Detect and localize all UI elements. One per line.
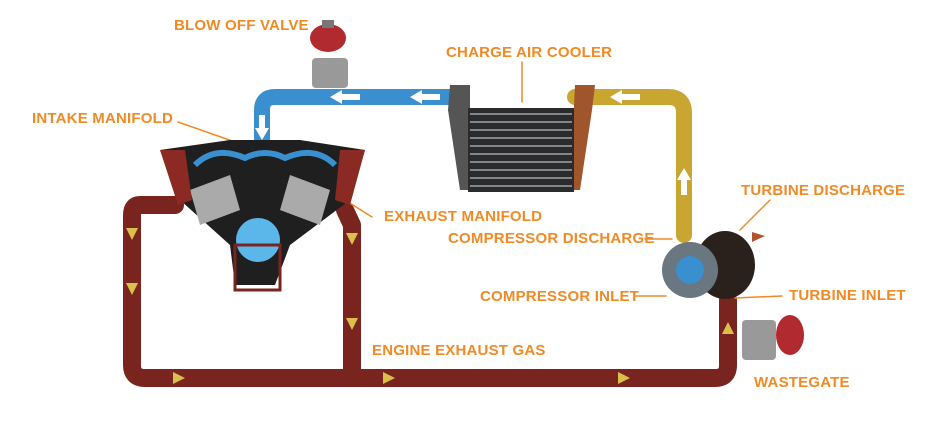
label-wastegate: WASTEGATE bbox=[754, 374, 850, 391]
label-intake-manifold: INTAKE MANIFOLD bbox=[32, 110, 174, 127]
label-compressor-inlet: COMPRESSOR INLET bbox=[480, 288, 640, 305]
label-turbine-inlet: TURBINE INLET bbox=[789, 287, 906, 304]
label-turbine-discharge: TURBINE DISCHARGE bbox=[741, 182, 906, 199]
intake-pipe bbox=[254, 89, 458, 148]
label-compressor-discharge: COMPRESSOR DISCHARGE bbox=[448, 230, 655, 247]
label-charge-air-cooler: CHARGE AIR COOLER bbox=[446, 44, 613, 61]
label-exhaust-manifold: EXHAUST MANIFOLD bbox=[384, 208, 543, 225]
charge-air-cooler bbox=[448, 85, 595, 192]
exhaust-pipe bbox=[123, 196, 737, 387]
turbocharger bbox=[662, 231, 765, 299]
charge-pipe bbox=[567, 89, 692, 243]
label-blow-off-valve: BLOW OFF VALVE bbox=[174, 17, 309, 34]
blow-off-valve bbox=[310, 20, 348, 88]
label-engine-exhaust-gas: ENGINE EXHAUST GAS bbox=[372, 342, 546, 359]
engine bbox=[160, 140, 365, 292]
wastegate bbox=[742, 315, 804, 360]
